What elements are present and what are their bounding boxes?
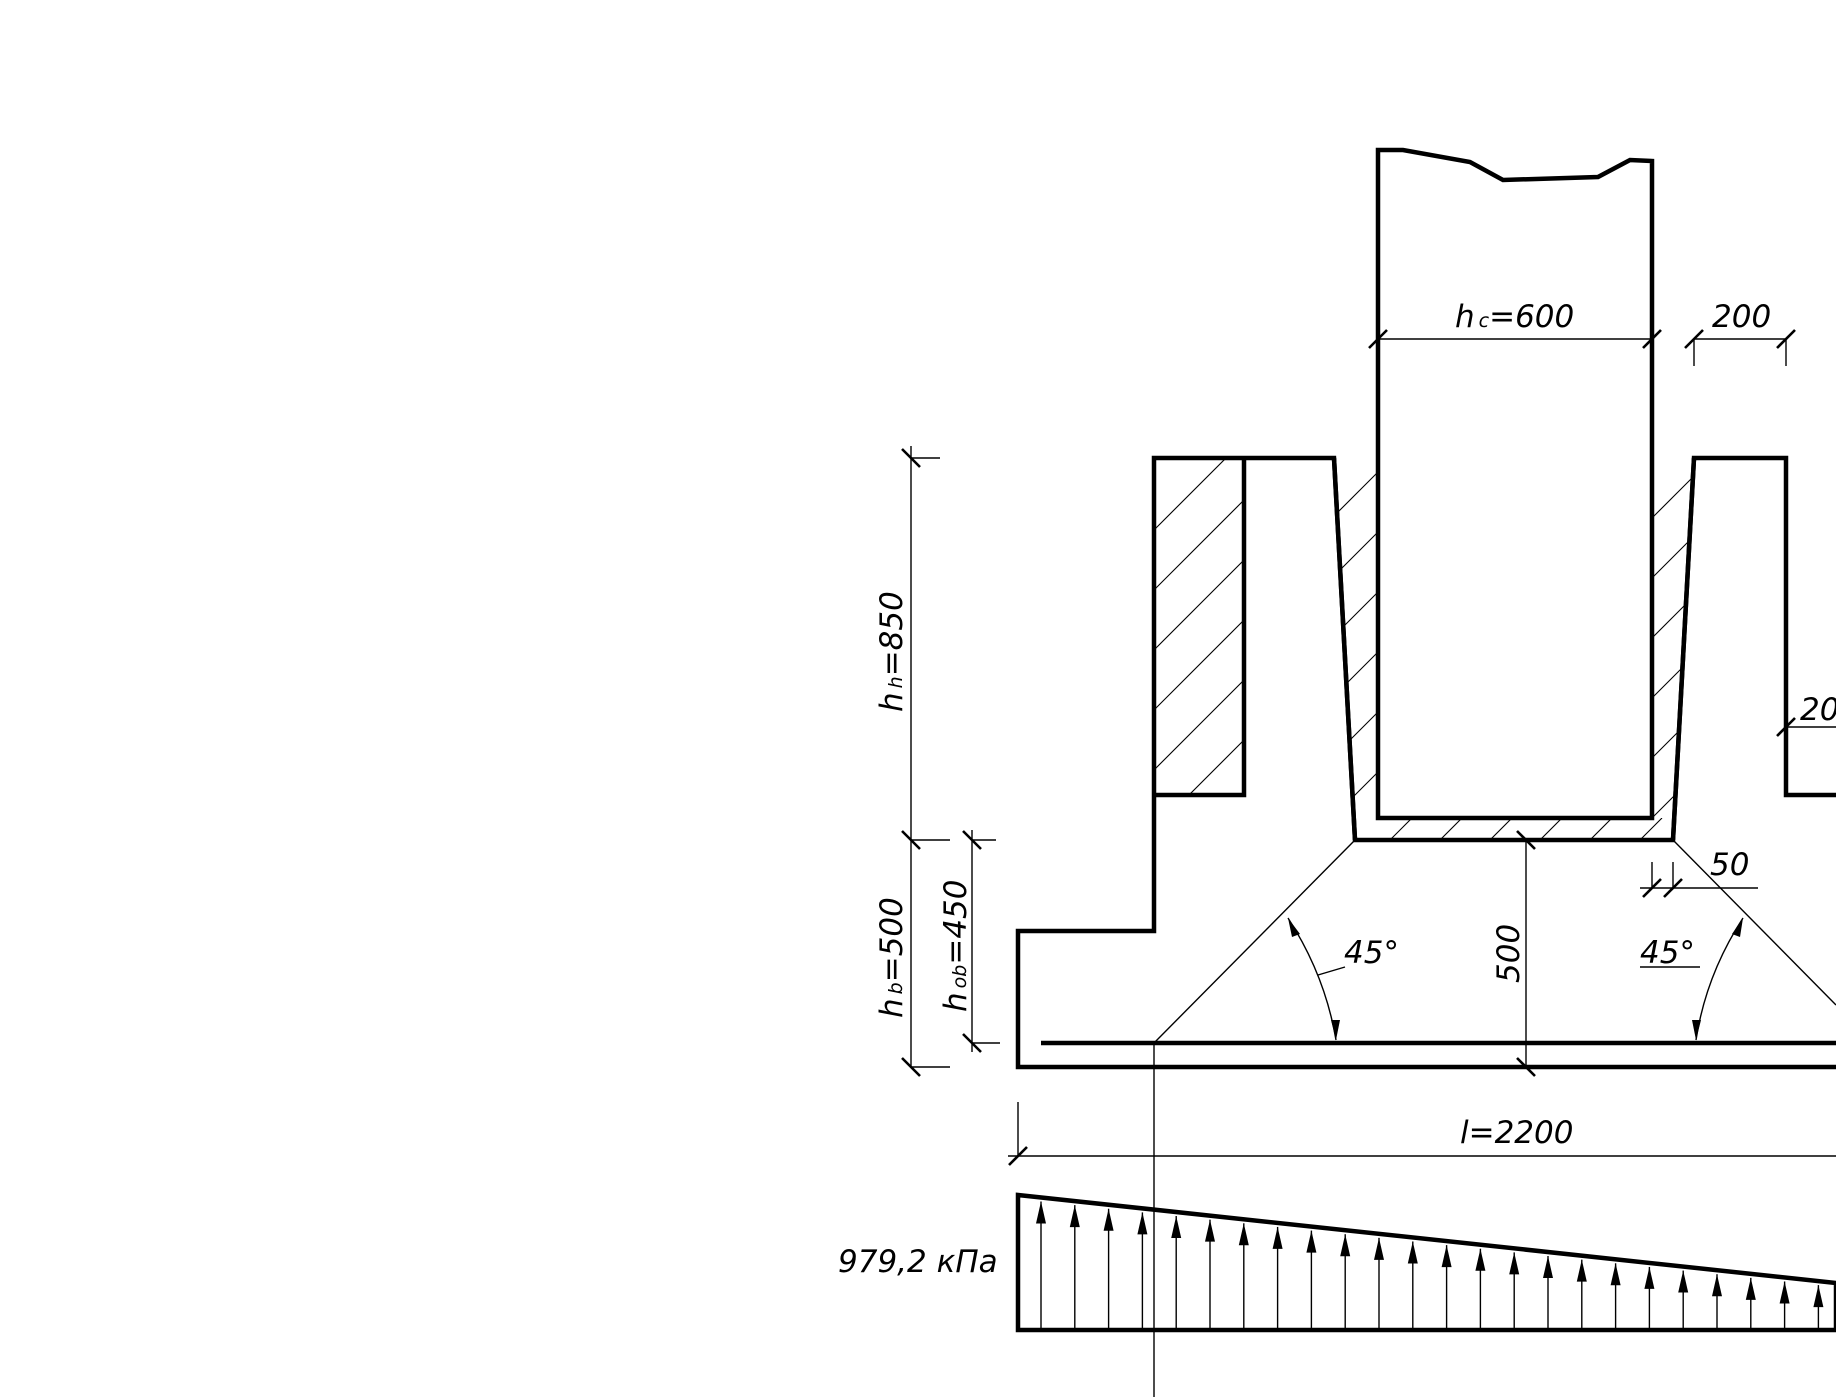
label-pressure: 979,2 кПа (838, 1244, 998, 1280)
pressure-diagram (1015, 1192, 1836, 1333)
label-hb: hb=500 (874, 897, 910, 1018)
pressure-arrow-head (1171, 1216, 1182, 1239)
pressure-arrow-head (1441, 1245, 1452, 1268)
pressure-arrow-head (1205, 1219, 1215, 1242)
pressure-arrows (1036, 1201, 1824, 1330)
pressure-arrow-head (1069, 1205, 1080, 1228)
hatch-cup-right (1652, 459, 1694, 840)
pressure-arrow-head (1576, 1259, 1587, 1282)
label-hob: hob=450 (938, 880, 974, 1013)
pressure-arrow-head (1779, 1281, 1790, 1304)
label-hh: hh=850 (874, 591, 910, 712)
pressure-arrow-head (1340, 1234, 1351, 1257)
pressure-arrow-head (1238, 1223, 1249, 1246)
pressure-arrow-head (1137, 1212, 1148, 1235)
pressure-arrow-head (1745, 1277, 1756, 1300)
pressure-arrow-head (1610, 1263, 1621, 1286)
pressure-arrow-head (1509, 1252, 1520, 1275)
dim-hc (1368, 329, 1662, 349)
pressure-arrow-head (1407, 1241, 1418, 1264)
dim-cup-wall-side (1776, 717, 1836, 737)
dim-base-length (1008, 1102, 1836, 1166)
punch-line-left (1153, 839, 1356, 1044)
cup-right-wall (1670, 457, 1697, 841)
dim-hh (901, 446, 950, 1077)
pressure-arrow-head (1475, 1248, 1486, 1271)
label-base-length: l=2200 (1460, 1115, 1573, 1151)
pressure-arrow-head (1036, 1201, 1046, 1224)
pressure-arrow-head (1543, 1256, 1553, 1279)
pressure-arrow-head (1813, 1285, 1824, 1308)
label-angle-left: 45° (1344, 935, 1399, 971)
pressure-arrow-head (1272, 1226, 1283, 1249)
angle-right-arc (1640, 917, 1744, 1041)
dim-hob (962, 830, 1000, 1053)
punch-line-right (1672, 839, 1836, 1006)
cup-left-wall (1331, 457, 1358, 841)
pressure-arrow-head (1306, 1230, 1317, 1253)
dim-depth (1516, 830, 1536, 1077)
label-cup-wall-side: 20 (1800, 692, 1836, 728)
angle-left-arc (1287, 917, 1346, 1041)
column (1375, 147, 1655, 821)
label-cup-wall-top: 200 (1712, 299, 1771, 335)
dim-cup-wall-top (1684, 329, 1796, 366)
label-gap: 50 (1710, 847, 1749, 883)
hatch-cup-bottom (1389, 818, 1663, 840)
dim-gap (1640, 862, 1758, 898)
left-wall-pocket (1154, 458, 1247, 798)
pressure-arrow-head (1712, 1274, 1722, 1297)
label-depth: 500 (1491, 924, 1527, 983)
pressure-arrow-head (1678, 1270, 1689, 1293)
label-angle-right: 45° (1640, 935, 1695, 971)
hatch-left-wall (1154, 458, 1244, 794)
pressure-arrow-head (1644, 1266, 1655, 1289)
pressure-arrow-head (1103, 1208, 1114, 1231)
pressure-arrow-head (1374, 1237, 1384, 1260)
